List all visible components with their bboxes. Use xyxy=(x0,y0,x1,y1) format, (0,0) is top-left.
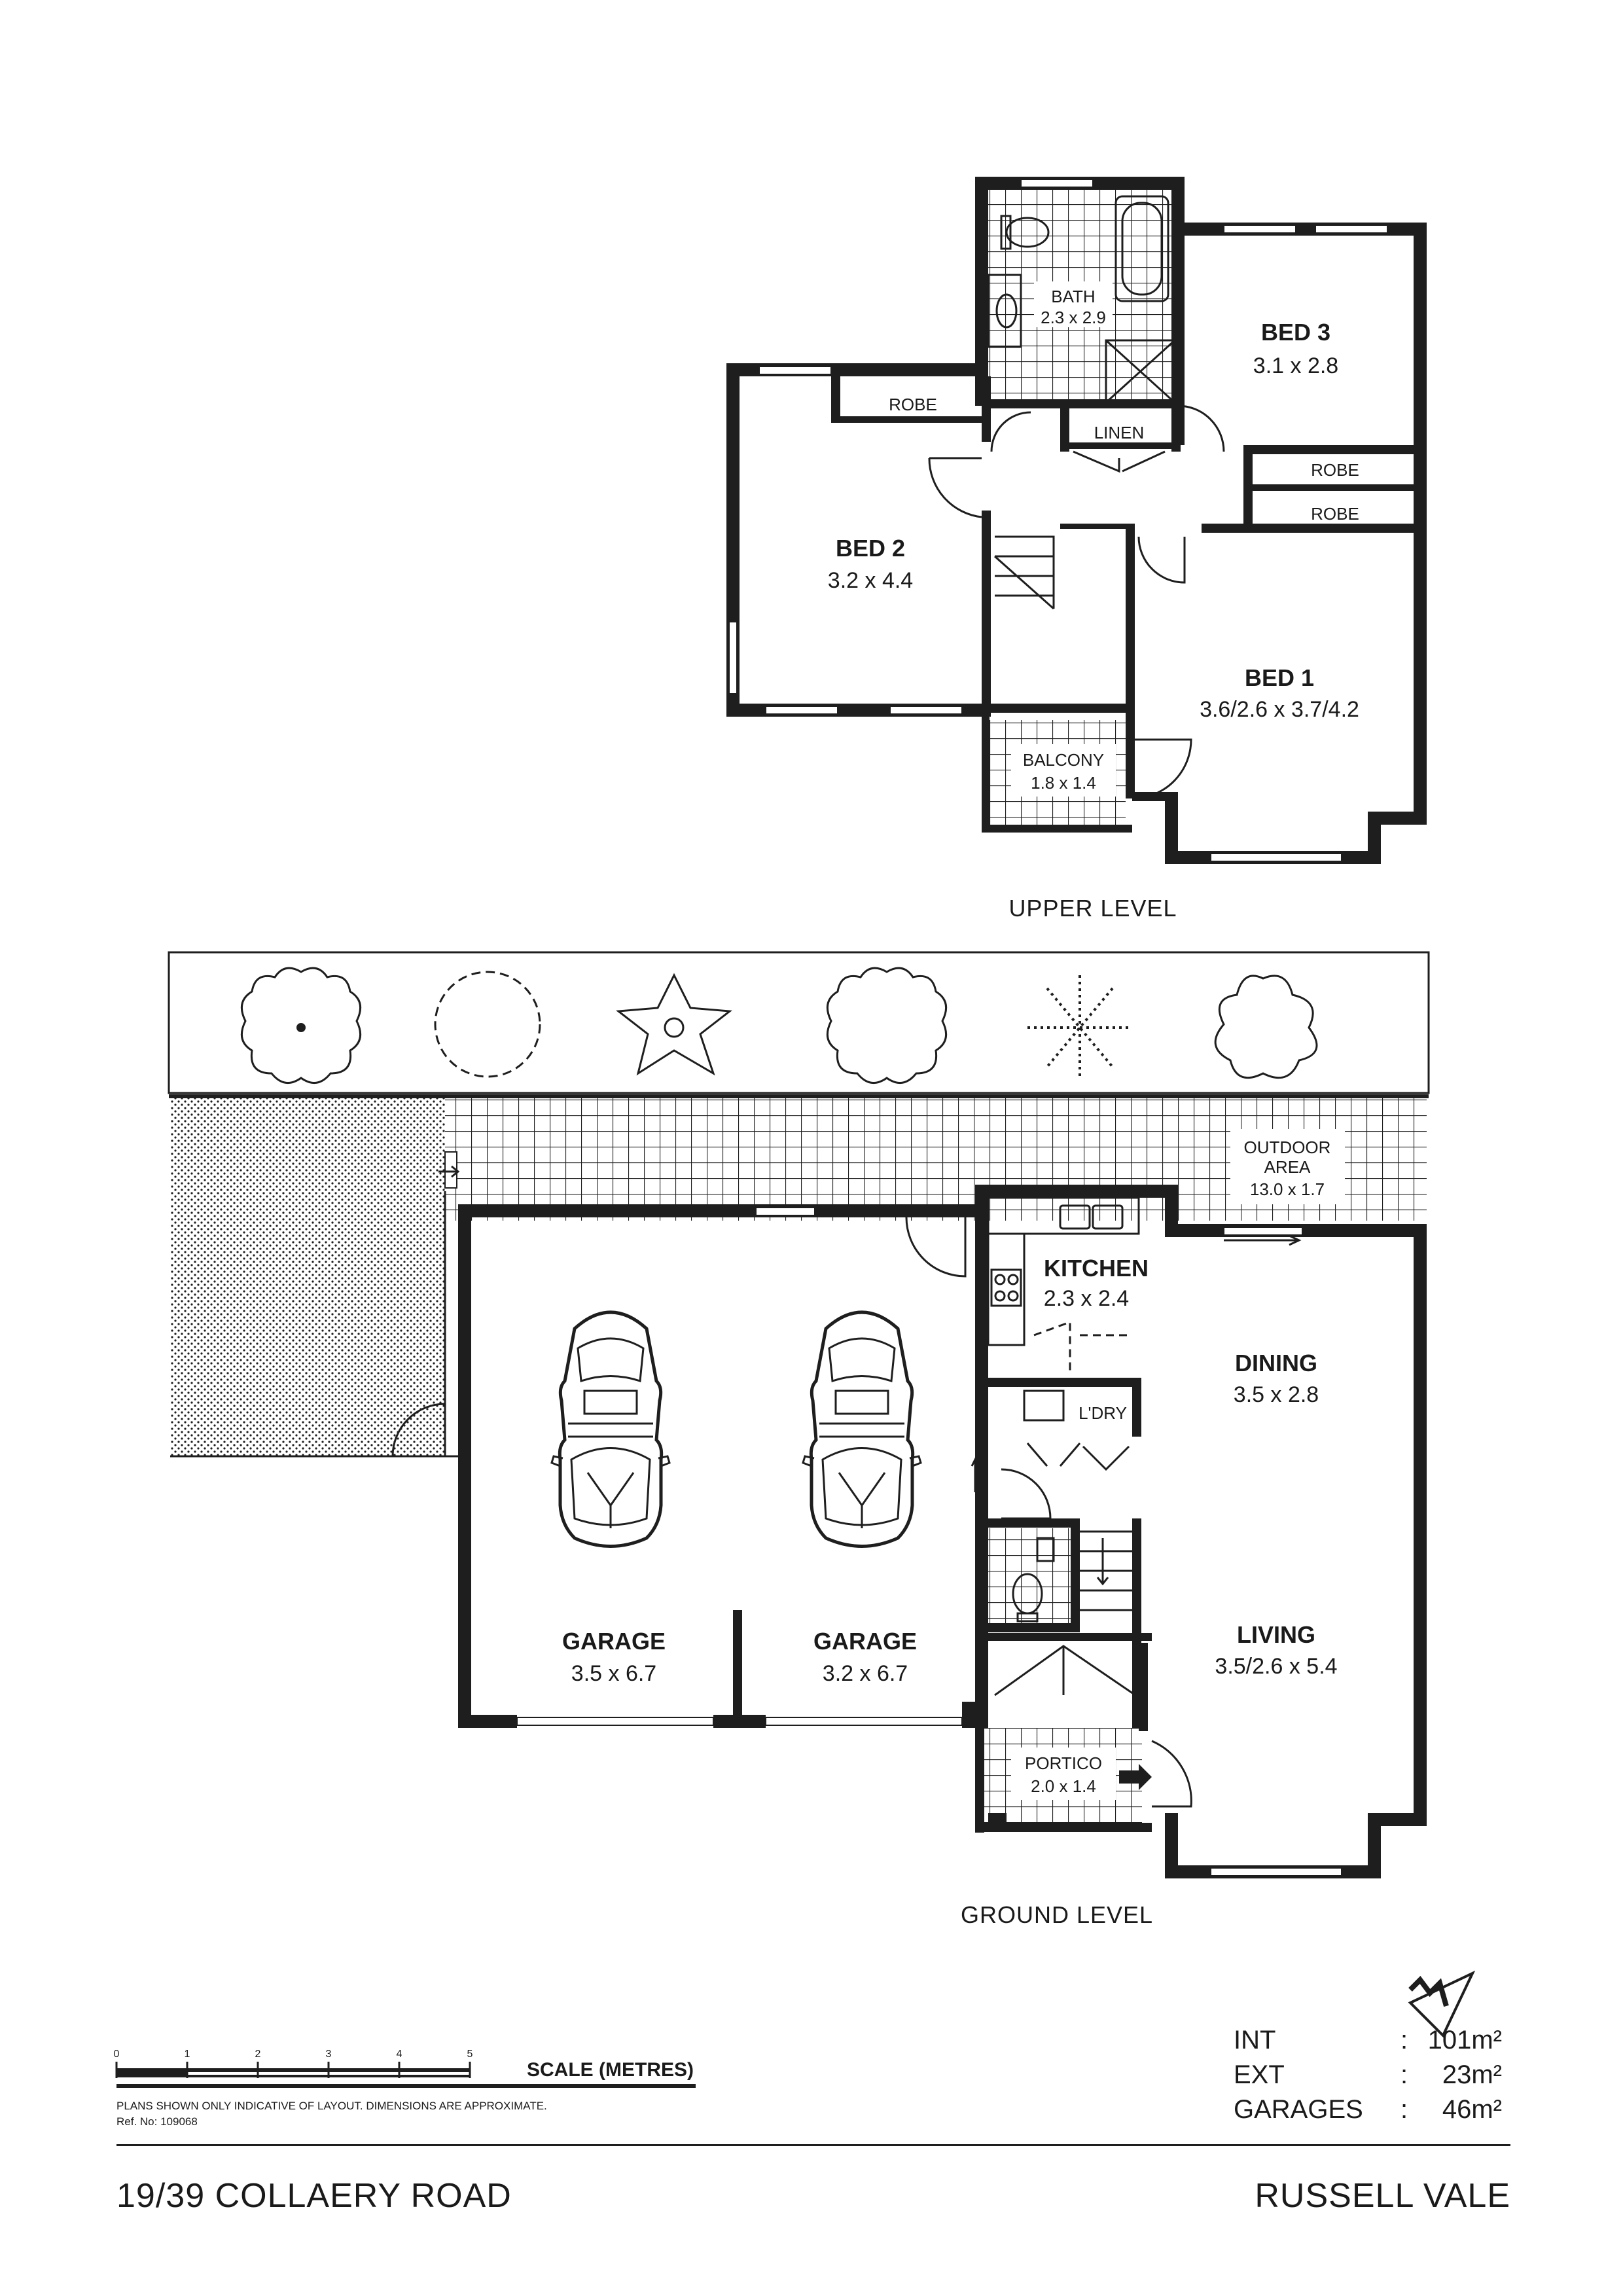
svg-text:PORTICO: PORTICO xyxy=(1025,1753,1102,1773)
scale-bar xyxy=(115,2062,696,2088)
bath-label: BATH 2.3 x 2.9 xyxy=(1034,281,1113,327)
robe-bed2-label: ROBE xyxy=(889,395,937,414)
outdoor-area-label: OUTDOOR AREA 13.0 x 1.7 xyxy=(1230,1129,1345,1204)
car-icon xyxy=(552,1312,921,1547)
portico-label: PORTICO 2.0 x 1.4 xyxy=(1011,1748,1116,1800)
toilet-icon xyxy=(1000,215,1050,250)
suburb: RUSSELL VALE xyxy=(1255,2177,1510,2215)
robe-bed3-label: ROBE xyxy=(1311,460,1359,480)
tree-icon xyxy=(240,967,1318,1085)
area-sep-garages: : xyxy=(1400,2095,1408,2124)
dining-name: DINING xyxy=(1235,1350,1317,1376)
kitchen-name: KITCHEN xyxy=(1044,1255,1149,1282)
cooktop-icon xyxy=(990,1268,1022,1307)
living-name: LIVING xyxy=(1237,1621,1315,1648)
scale-tick-0: 0 xyxy=(114,2049,120,2060)
area-value-int: 101m² xyxy=(1428,2026,1502,2054)
svg-text:2.0 x 1.4: 2.0 x 1.4 xyxy=(1031,1776,1096,1796)
dining-dims: 3.5 x 2.8 xyxy=(1234,1382,1319,1407)
toilet-icon xyxy=(1012,1573,1043,1623)
bed3-dims: 3.1 x 2.8 xyxy=(1253,353,1338,378)
bed2-name: BED 2 xyxy=(836,535,905,562)
sink-icon xyxy=(987,274,1022,348)
scale-tick-5: 5 xyxy=(467,2049,473,2060)
garage1-name: GARAGE xyxy=(562,1628,666,1655)
footer-rule xyxy=(116,2144,1510,2146)
svg-text:BATH: BATH xyxy=(1051,287,1095,306)
area-summary: INT : 101m² EXT : 23m² GARAGES : 46m² xyxy=(1234,2026,1502,2124)
scale-tick-2: 2 xyxy=(255,2049,261,2060)
living-dims: 3.5/2.6 x 5.4 xyxy=(1215,1654,1337,1679)
upper-level-title: UPPER LEVEL xyxy=(1008,895,1177,922)
ground-level-title: GROUND LEVEL xyxy=(961,1901,1153,1928)
area-value-ext: 23m² xyxy=(1442,2060,1502,2089)
upper-level-plan xyxy=(726,177,1427,864)
kitchen-dims: 2.3 x 2.4 xyxy=(1044,1286,1129,1311)
disclaimer-note: PLANS SHOWN ONLY INDICATIVE OF LAYOUT. D… xyxy=(116,2100,547,2112)
garden-strip xyxy=(168,951,1430,1094)
bathtub-icon xyxy=(1115,195,1169,302)
bed3-name: BED 3 xyxy=(1261,319,1330,346)
reference-number: Ref. No: 109068 xyxy=(116,2115,198,2128)
laundry-label: L'DRY xyxy=(1079,1403,1127,1423)
robe-bed1-label: ROBE xyxy=(1311,504,1359,524)
scale-tick-3: 3 xyxy=(326,2049,332,2060)
garage2-dims: 3.2 x 6.7 xyxy=(823,1661,908,1686)
svg-text:OUTDOOR: OUTDOOR xyxy=(1244,1138,1331,1157)
area-label-garages: GARAGES xyxy=(1234,2095,1363,2124)
shower-icon xyxy=(1105,339,1176,404)
balcony-label: BALCONY 1.8 x 1.4 xyxy=(1011,744,1116,797)
svg-text:2.3 x 2.9: 2.3 x 2.9 xyxy=(1041,308,1106,327)
scale-title: SCALE (METRES) xyxy=(527,2059,694,2081)
area-sep-int: : xyxy=(1400,2026,1408,2054)
garage1-dims: 3.5 x 6.7 xyxy=(571,1661,656,1686)
svg-text:BALCONY: BALCONY xyxy=(1023,750,1104,770)
bed2-dims: 3.2 x 4.4 xyxy=(828,568,913,593)
ground-level-plan xyxy=(168,951,1430,1878)
area-label-int: INT xyxy=(1234,2026,1275,2054)
bed1-dims: 3.6/2.6 x 3.7/4.2 xyxy=(1200,697,1359,722)
north-arrow-icon xyxy=(1408,1970,1476,2038)
garage2-name: GARAGE xyxy=(813,1628,917,1655)
area-label-ext: EXT xyxy=(1234,2060,1285,2089)
sink-icon xyxy=(1059,1204,1124,1230)
scale-tick-1: 1 xyxy=(185,2049,190,2060)
bed1-name: BED 1 xyxy=(1245,664,1314,691)
address: 19/39 COLLAERY ROAD xyxy=(116,2177,512,2215)
svg-text:AREA: AREA xyxy=(1264,1157,1311,1177)
courtyard-gravel xyxy=(170,1096,445,1456)
svg-text:13.0 x 1.7: 13.0 x 1.7 xyxy=(1250,1179,1325,1199)
area-sep-ext: : xyxy=(1400,2060,1408,2089)
scale-tick-4: 4 xyxy=(397,2049,402,2060)
linen-label: LINEN xyxy=(1094,423,1145,442)
svg-text:1.8 x 1.4: 1.8 x 1.4 xyxy=(1031,773,1096,793)
area-value-garages: 46m² xyxy=(1442,2095,1502,2124)
